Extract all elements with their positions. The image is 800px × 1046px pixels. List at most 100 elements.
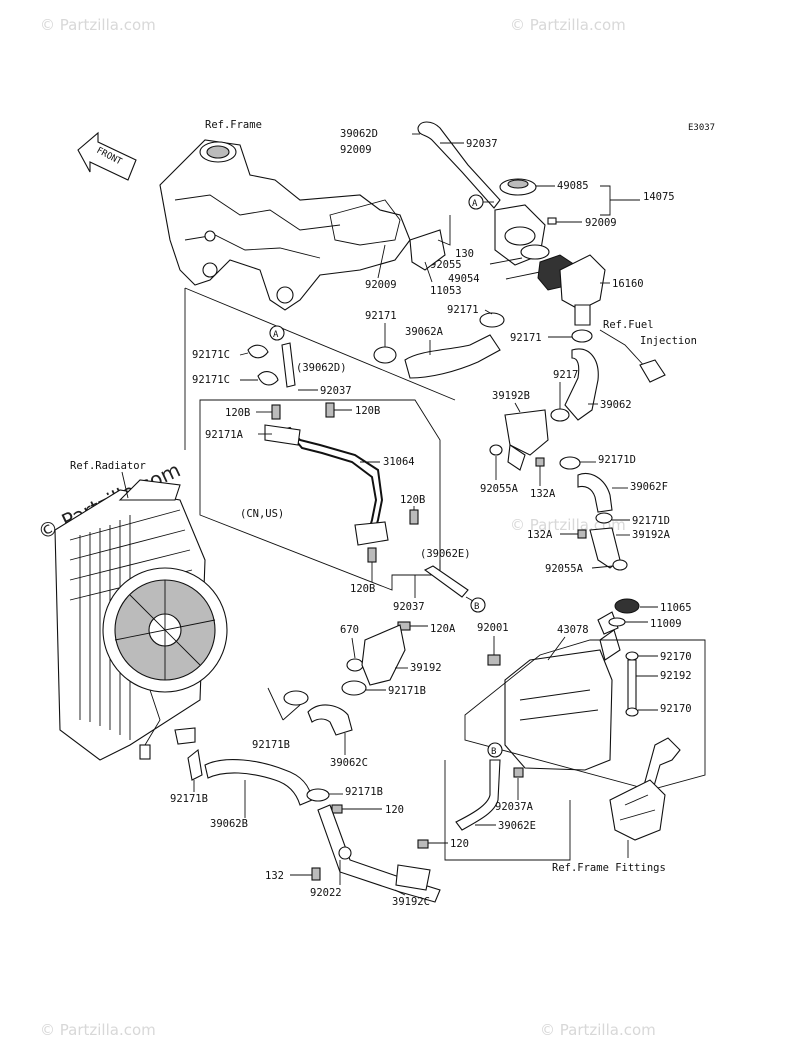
part-92009-bottom: 92009 bbox=[365, 279, 397, 291]
part-92037a: 92037A bbox=[495, 801, 534, 813]
watermark-top-left: © Partzilla.com bbox=[40, 16, 156, 34]
part-120b-b: 120B bbox=[355, 405, 380, 417]
part-670: 670 bbox=[340, 624, 359, 636]
part-92037-top: 92037 bbox=[466, 138, 498, 150]
part-39192b: 39192B bbox=[492, 390, 530, 402]
part-92170-a: 92170 bbox=[660, 651, 692, 663]
part-16160: 16160 bbox=[612, 278, 644, 290]
frame-illustration bbox=[159, 139, 411, 311]
part-39062c: 39062C bbox=[330, 757, 368, 769]
part-92009-top: 92009 bbox=[340, 144, 372, 156]
svg-text:A: A bbox=[273, 330, 279, 340]
part-120-a: 120 bbox=[385, 804, 404, 816]
svg-text:A: A bbox=[472, 199, 478, 209]
part-132: 132 bbox=[265, 870, 284, 882]
svg-text:B: B bbox=[491, 747, 496, 757]
part-120b-a: 120B bbox=[225, 407, 250, 419]
part-92001: 92001 bbox=[477, 622, 509, 634]
part-92009-right: 92009 bbox=[585, 217, 617, 229]
marker-b-lower: B bbox=[487, 742, 503, 758]
fitting-39192 bbox=[361, 624, 406, 686]
part-39062e: 39062E bbox=[498, 820, 536, 832]
cn-us-label: (CN,US) bbox=[240, 508, 284, 520]
watermark-top-right: © Partzilla.com bbox=[510, 16, 626, 34]
hose-39062e bbox=[455, 759, 501, 831]
radiator-illustration bbox=[54, 479, 228, 761]
ref-frame-fittings-label: Ref.Frame Fittings bbox=[552, 862, 666, 874]
hose-39062e-upper bbox=[423, 565, 469, 598]
part-120b-d: 120B bbox=[350, 583, 375, 595]
part-43078: 43078 bbox=[557, 624, 589, 636]
ref-fuel-label: Ref.Fuel bbox=[603, 319, 654, 331]
pipe-31064 bbox=[264, 424, 389, 546]
marker-a-lower: A bbox=[269, 325, 285, 341]
part-49085: 49085 bbox=[557, 180, 589, 192]
part-92171-d: 92171 bbox=[553, 369, 585, 381]
part-92055a-b: 92055A bbox=[545, 563, 584, 575]
part-49054: 49054 bbox=[448, 273, 480, 285]
part-92171b-d: 92171B bbox=[345, 786, 383, 798]
part-39062f: 39062F bbox=[630, 481, 668, 493]
part-92022: 92022 bbox=[310, 887, 342, 899]
part-92171d-a: 92171D bbox=[598, 454, 636, 466]
part-132a-a: 132A bbox=[530, 488, 556, 500]
part-92171-a: 92171 bbox=[447, 304, 479, 316]
part-92171-c: 92171 bbox=[510, 332, 542, 344]
part-92055: 92055 bbox=[430, 259, 462, 271]
part-120b-c: 120B bbox=[400, 494, 425, 506]
hose-39062 bbox=[564, 348, 599, 421]
part-39192a: 39192A bbox=[632, 529, 671, 541]
front-arrow-icon: FRONT bbox=[77, 131, 137, 181]
part-31064: 31064 bbox=[383, 456, 415, 468]
watermark-bottom-left: © Partzilla.com bbox=[40, 1021, 156, 1039]
radiator-cap bbox=[499, 178, 537, 196]
part-14075: 14075 bbox=[643, 191, 675, 203]
part-92037-mid: 92037 bbox=[320, 385, 352, 397]
watermark-bottom-right: © Partzilla.com bbox=[540, 1021, 656, 1039]
part-92170-b: 92170 bbox=[660, 703, 692, 715]
svg-text:B: B bbox=[474, 602, 479, 612]
part-39192: 39192 bbox=[410, 662, 442, 674]
part-39062: 39062 bbox=[600, 399, 632, 411]
part-92171b-c: 92171B bbox=[170, 793, 208, 805]
pipe-39192c bbox=[317, 804, 441, 903]
part-120a: 120A bbox=[430, 623, 456, 635]
part-92171c-a: 92171C bbox=[192, 349, 230, 361]
part-11009: 11009 bbox=[650, 618, 682, 630]
hose-39062d bbox=[417, 121, 501, 209]
part-92192: 92192 bbox=[660, 670, 692, 682]
part-92037-lower: 92037 bbox=[393, 601, 425, 613]
part-92171c-b: 92171C bbox=[192, 374, 230, 386]
hose-39062b bbox=[204, 759, 313, 806]
part-39192c: 39192C bbox=[392, 896, 430, 908]
overflow-tube bbox=[625, 651, 639, 717]
part-11053: 11053 bbox=[430, 285, 462, 297]
part-39062a: 39062A bbox=[405, 326, 444, 338]
diagram-code: E3037 bbox=[688, 123, 715, 133]
part-130: 130 bbox=[455, 248, 474, 260]
reservoir-cap bbox=[614, 598, 640, 614]
marker-a-upper: A bbox=[468, 194, 484, 210]
thermostat-cover bbox=[559, 254, 606, 326]
part-132a-b: 132A bbox=[527, 529, 553, 541]
hose-39062c bbox=[307, 704, 353, 736]
reservoir-tank bbox=[504, 611, 621, 771]
part-92171b-a: 92171B bbox=[388, 685, 426, 697]
part-92171d-b: 92171D bbox=[632, 515, 670, 527]
ref-radiator-label: Ref.Radiator bbox=[70, 460, 146, 472]
ref-injection-label: Injection bbox=[640, 335, 697, 347]
part-92171-b: 92171 bbox=[365, 310, 397, 322]
part-11065: 11065 bbox=[660, 602, 692, 614]
fitting-39192b bbox=[504, 409, 549, 471]
part-39062e-paren: (39062E) bbox=[420, 548, 471, 560]
frame-fittings-illustration bbox=[609, 779, 666, 841]
hose-39062f bbox=[577, 473, 613, 513]
part-92171b-b: 92171B bbox=[252, 739, 290, 751]
hose-39062a bbox=[404, 334, 501, 379]
part-120-b: 120 bbox=[450, 838, 469, 850]
ref-frame-label: Ref.Frame bbox=[205, 119, 262, 131]
part-39062d-paren: (39062D) bbox=[296, 362, 347, 374]
part-39062d: 39062D bbox=[340, 128, 378, 140]
part-92055a-a: 92055A bbox=[480, 483, 519, 495]
